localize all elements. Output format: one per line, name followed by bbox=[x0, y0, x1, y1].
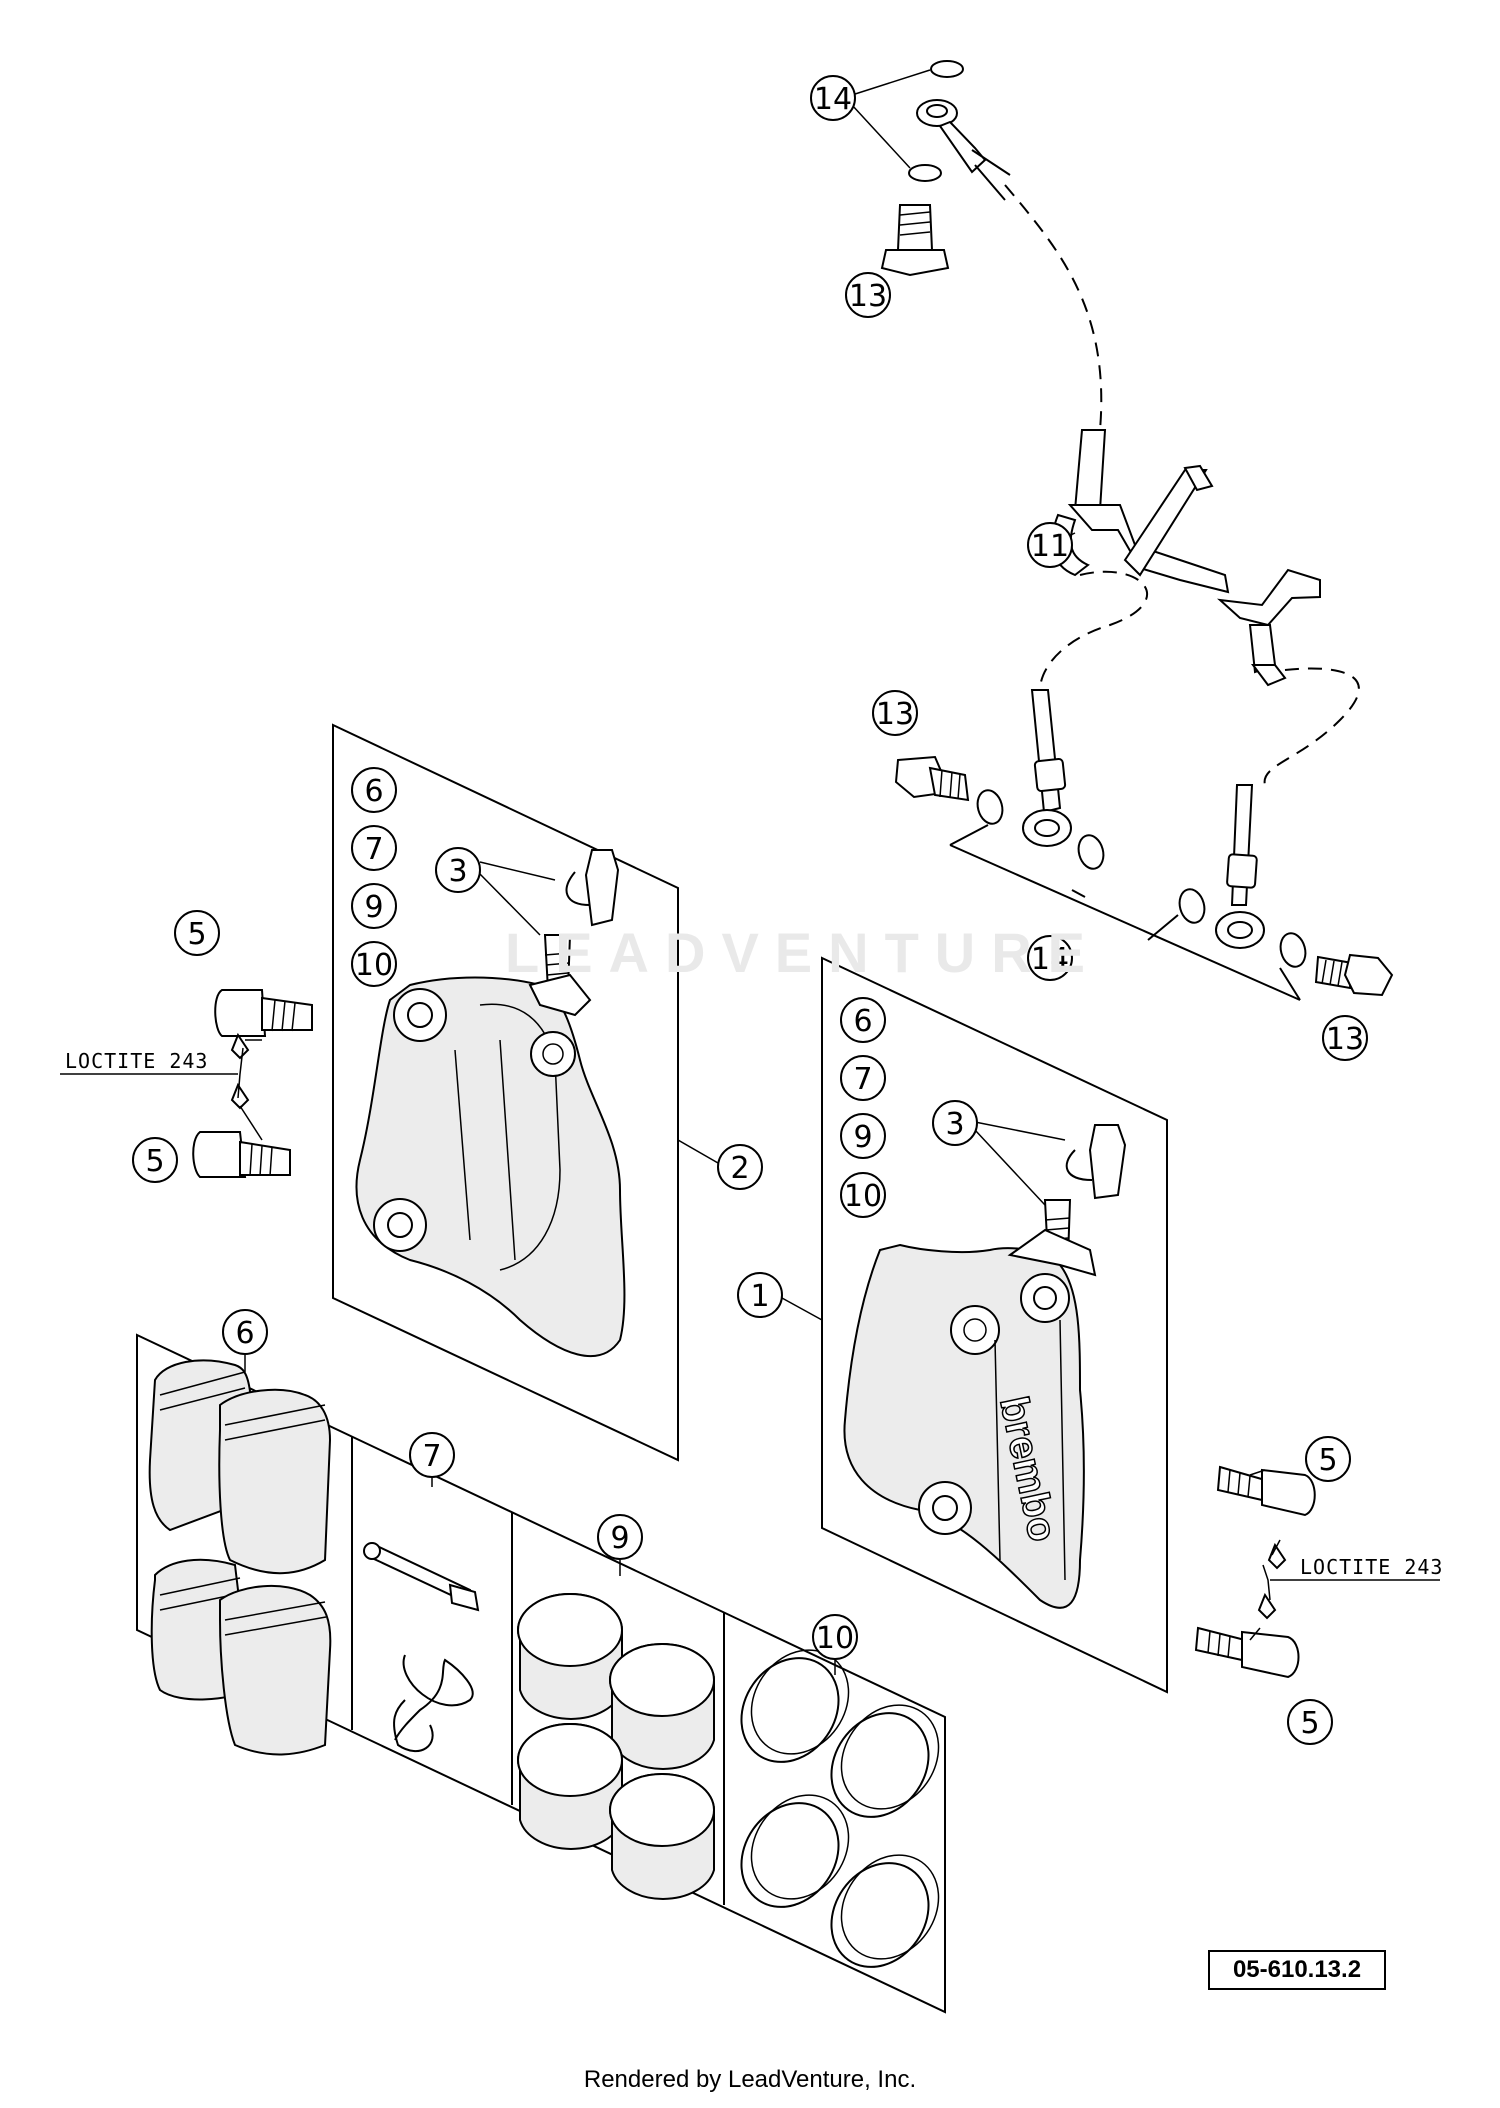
svg-text:11: 11 bbox=[1031, 529, 1069, 564]
callout-10-kit: 10 bbox=[812, 1614, 858, 1660]
leader-lines bbox=[60, 69, 1440, 1675]
caliper-body-left bbox=[355, 976, 626, 1357]
callout-1: 1 bbox=[737, 1272, 783, 1318]
svg-text:10: 10 bbox=[816, 1621, 854, 1656]
svg-text:13: 13 bbox=[849, 279, 887, 314]
callout-5-lower-right: 5 bbox=[1287, 1699, 1333, 1745]
service-kits-panel bbox=[136, 1333, 946, 2014]
seal-rings bbox=[740, 1649, 940, 1968]
pad-pin-and-clip bbox=[363, 1542, 480, 1752]
dust-cap-right bbox=[1088, 1124, 1127, 1200]
washer-top-lower bbox=[908, 164, 942, 182]
svg-text:2: 2 bbox=[730, 1151, 749, 1186]
svg-text:7: 7 bbox=[422, 1439, 441, 1474]
callout-14-mid: 14 bbox=[1027, 935, 1073, 981]
svg-text:6: 6 bbox=[853, 1004, 872, 1039]
diagram-reference-number: 05-610.13.2 bbox=[1208, 1950, 1386, 1990]
svg-text:9: 9 bbox=[364, 890, 383, 925]
brake-line-assembly bbox=[880, 60, 1394, 1001]
callout-9-kit: 9 bbox=[597, 1514, 643, 1560]
svg-text:13: 13 bbox=[876, 697, 914, 732]
callout-10-left: 10 bbox=[351, 941, 397, 987]
callout-7-kit: 7 bbox=[409, 1432, 455, 1478]
callout-9-right: 9 bbox=[840, 1113, 886, 1159]
dust-cap-left bbox=[584, 849, 620, 927]
washer-mid-2 bbox=[1077, 834, 1105, 870]
callout-5-upper-right: 5 bbox=[1305, 1436, 1351, 1482]
callout-5-lower-left: 5 bbox=[132, 1137, 178, 1183]
callout-6-kit: 6 bbox=[222, 1309, 268, 1355]
callout-5-upper-left: 5 bbox=[174, 910, 220, 956]
pistons bbox=[517, 1593, 715, 1900]
svg-text:6: 6 bbox=[235, 1316, 254, 1351]
callout-bubbles: 14 13 11 13 14 13 6 7 9 10 3 5 5 2 6 7 9… bbox=[132, 75, 1368, 1745]
callout-13-top: 13 bbox=[845, 272, 891, 318]
svg-text:5: 5 bbox=[187, 917, 206, 952]
callout-7-right: 7 bbox=[840, 1055, 886, 1101]
callout-3-right: 3 bbox=[932, 1100, 978, 1146]
callout-3-left: 3 bbox=[435, 847, 481, 893]
washer-top-upper bbox=[930, 60, 964, 78]
hose-bracket bbox=[1067, 504, 1230, 594]
svg-text:10: 10 bbox=[355, 948, 393, 983]
svg-text:6: 6 bbox=[364, 774, 383, 809]
svg-text:5: 5 bbox=[1300, 1706, 1319, 1741]
right-caliper-panel: brembo bbox=[821, 956, 1168, 1694]
svg-text:5: 5 bbox=[1318, 1443, 1337, 1478]
left-caliper-panel bbox=[332, 723, 679, 1462]
watermark: LEADVENTURE bbox=[505, 921, 1102, 984]
loctite-note-left: LOCTITE 243 bbox=[65, 1049, 208, 1073]
callout-13-right: 13 bbox=[1322, 1015, 1368, 1061]
svg-text:14: 14 bbox=[814, 82, 852, 117]
callout-11: 11 bbox=[1027, 522, 1073, 568]
svg-text:1: 1 bbox=[750, 1279, 769, 1314]
loctite-note-right: LOCTITE 243 bbox=[1300, 1555, 1443, 1579]
svg-text:9: 9 bbox=[853, 1120, 872, 1155]
callout-9-left: 9 bbox=[351, 883, 397, 929]
callout-7-left: 7 bbox=[351, 825, 397, 871]
callout-6-right: 6 bbox=[840, 997, 886, 1043]
callout-13-mid: 13 bbox=[872, 690, 918, 736]
washer-mid-1 bbox=[976, 789, 1004, 825]
svg-text:3: 3 bbox=[945, 1107, 964, 1142]
svg-text:5: 5 bbox=[145, 1144, 164, 1179]
svg-text:9: 9 bbox=[610, 1521, 629, 1556]
washer-mid-3 bbox=[1178, 888, 1206, 924]
callout-10-right: 10 bbox=[840, 1172, 886, 1218]
callout-14-top: 14 bbox=[810, 75, 856, 121]
washer-mid-4 bbox=[1279, 932, 1307, 968]
svg-text:7: 7 bbox=[853, 1062, 872, 1097]
brake-pads bbox=[148, 1359, 332, 1756]
svg-text:7: 7 bbox=[364, 832, 383, 867]
footer-credit: Rendered by LeadVenture, Inc. bbox=[583, 2066, 917, 2093]
callout-2: 2 bbox=[717, 1144, 763, 1190]
mounting-screws bbox=[192, 989, 1316, 1679]
svg-text:3: 3 bbox=[448, 854, 467, 889]
callout-6-left: 6 bbox=[351, 767, 397, 813]
svg-text:10: 10 bbox=[844, 1179, 882, 1214]
svg-text:13: 13 bbox=[1326, 1022, 1364, 1057]
svg-text:14: 14 bbox=[1031, 942, 1069, 977]
